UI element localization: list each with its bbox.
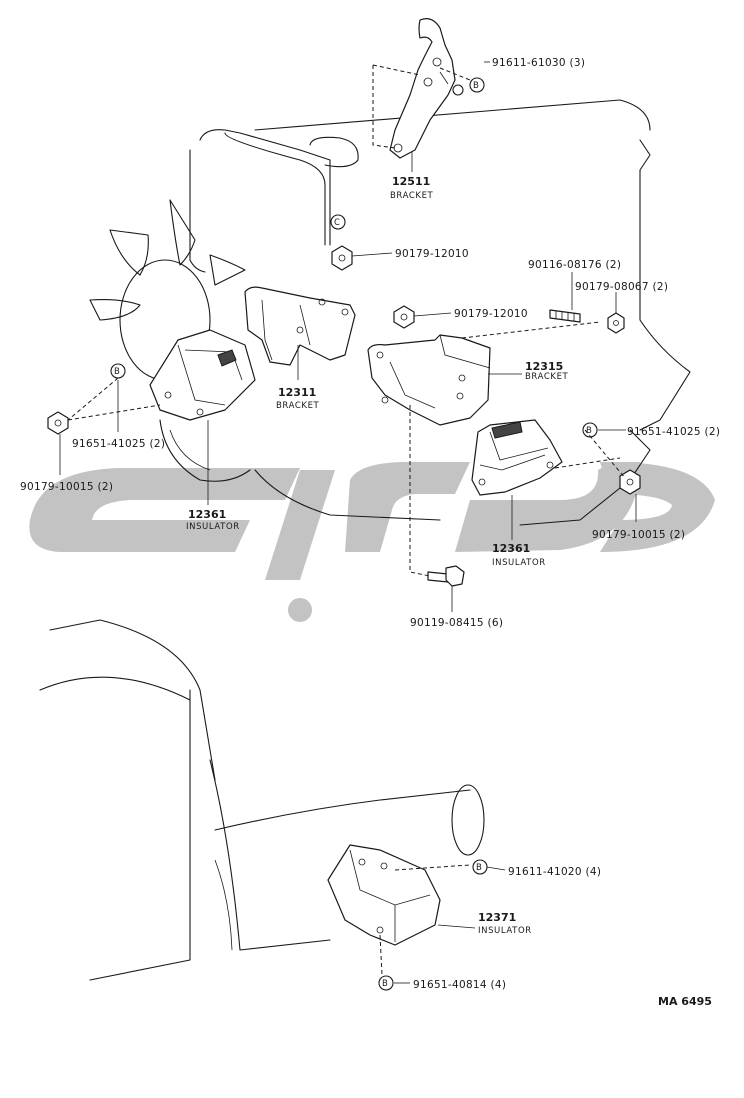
nut-90179-12010-upper: [331, 245, 353, 271]
bracket-12311: [244, 286, 356, 366]
part-number-label: 90179-12010: [454, 308, 528, 320]
stud-90116-08176: [549, 309, 581, 323]
marker-b-1: B: [469, 77, 485, 93]
watermark-logo: [29, 461, 715, 622]
insulator-12371: [327, 844, 441, 946]
engine-block: [189, 99, 691, 526]
nut-90179-12010-mid: [393, 305, 415, 329]
insulator-12361-right: [471, 419, 563, 496]
marker-letter: C: [334, 218, 341, 228]
part-number-label: 90179-08067 (2): [575, 281, 668, 293]
part-name-label: INSULATOR: [492, 558, 546, 568]
part-number-label: 12511: [392, 175, 430, 188]
part-name-label: BRACKET: [525, 372, 569, 382]
part-number-label: 90179-10015 (2): [592, 529, 685, 541]
part-number-label: 91611-61030 (3): [492, 57, 585, 69]
part-number-label: 12361: [188, 508, 226, 521]
part-name-label: INSULATOR: [186, 522, 240, 532]
part-number-label: 90179-10015 (2): [20, 481, 113, 493]
part-number-label: 91611-41020 (4): [508, 866, 601, 878]
nut-90179-10015-left: [47, 411, 69, 435]
part-number-label: 12361: [492, 542, 530, 555]
nut-90179-08067: [607, 312, 625, 334]
marker-letter: B: [382, 979, 388, 989]
leader-lines: [59, 61, 637, 984]
marker-c-2: [452, 84, 464, 96]
bracket-12511: [389, 18, 456, 159]
part-name-label: BRACKET: [276, 401, 320, 411]
assembly-dashed-lines: [67, 64, 626, 976]
part-number-label: 91651-41025 (2): [627, 426, 720, 438]
marker-letter: B: [114, 367, 120, 377]
part-number-label: 90116-08176 (2): [528, 259, 621, 271]
bracket-12315: [367, 334, 491, 426]
part-number-label: 12371: [478, 911, 516, 924]
insulator-12361-left: [149, 329, 256, 421]
part-number-label: 12311: [278, 386, 316, 399]
part-name-label: BRACKET: [390, 191, 434, 201]
transmission-housing: [39, 619, 485, 981]
part-number-label: 91651-41025 (2): [72, 438, 165, 450]
marker-letter: B: [476, 863, 482, 873]
marker-letter: B: [586, 426, 592, 436]
part-name-label: INSULATOR: [478, 926, 532, 936]
marker-b-5: B: [378, 975, 394, 991]
bolt-90119-08415: [427, 565, 465, 587]
drawing-code: MA 6495: [658, 995, 712, 1008]
nut-90179-10015-right: [619, 469, 641, 495]
part-number-label: 12315: [525, 360, 563, 373]
part-number-label: 90179-12010: [395, 248, 469, 260]
part-number-label: 90119-08415 (6): [410, 617, 503, 629]
marker-c-1: C: [330, 214, 346, 230]
marker-b-4: B: [472, 859, 488, 875]
marker-letter: B: [473, 81, 479, 91]
part-number-label: 91651-40814 (4): [413, 979, 506, 991]
marker-b-2: B: [110, 363, 126, 379]
marker-b-3: B: [582, 422, 598, 438]
